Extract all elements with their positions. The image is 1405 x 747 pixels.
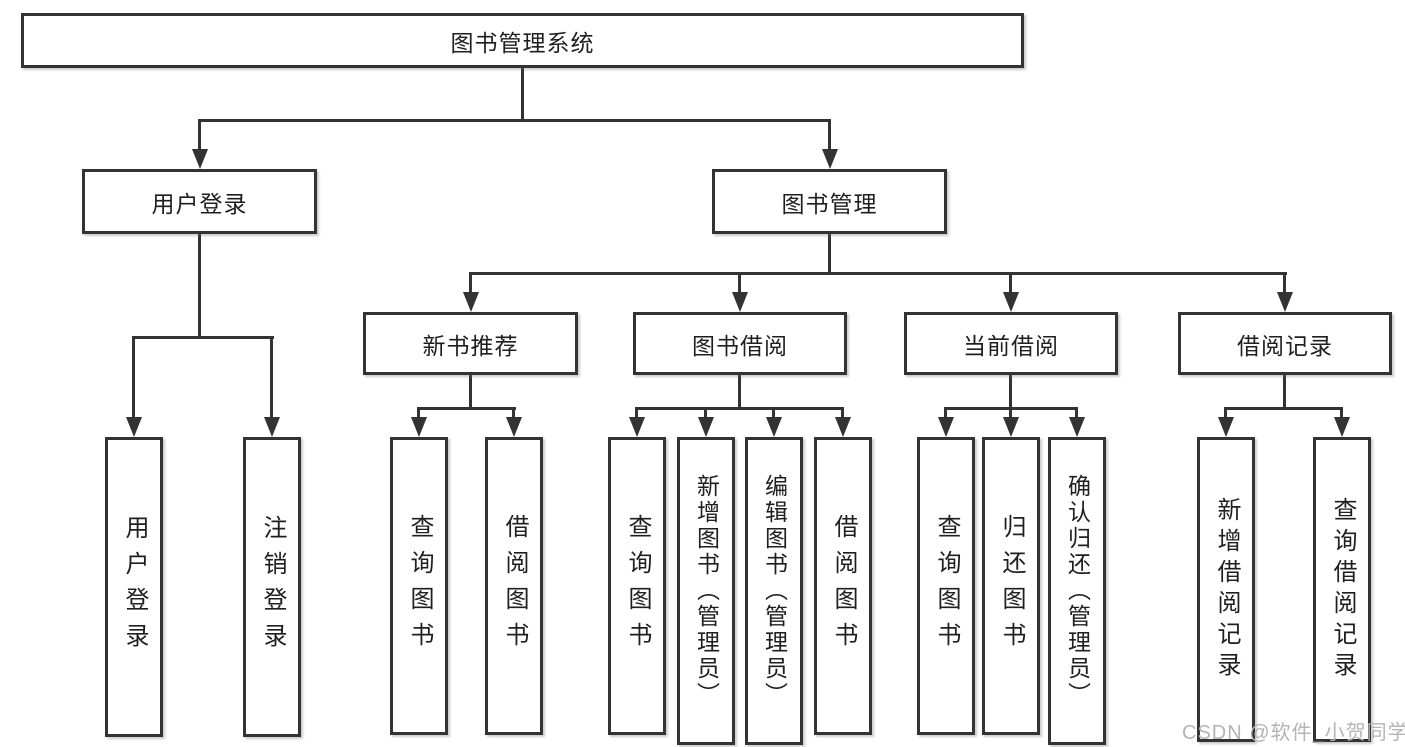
node-leaf-query-book-2: 查询图书 (608, 437, 666, 735)
node-leaf-edit-book-admin: 编辑图书（管理员） (745, 437, 803, 745)
node-leaf-query-book-1: 查询图书 (390, 437, 448, 735)
connector-line (1009, 407, 1012, 419)
arrowhead-icon (732, 292, 748, 312)
connector-line (1224, 407, 1227, 419)
arrowhead-icon (411, 417, 427, 437)
node-borrow-record: 借阅记录 (1178, 312, 1392, 375)
connector-line (417, 407, 420, 419)
arrowhead-icon (1069, 417, 1085, 437)
connector-line (635, 407, 638, 419)
connector-line (469, 272, 1287, 275)
node-leaf-user-login: 用户登录 (105, 437, 163, 737)
node-book-management: 图书管理 (712, 169, 947, 234)
connector-line (512, 407, 515, 419)
node-leaf-add-book-admin: 新增图书（管理员） (677, 437, 735, 745)
connector-line (828, 234, 831, 274)
node-leaf-query-book-3: 查询图书 (917, 437, 975, 735)
connector-line (738, 272, 741, 294)
watermark: CSDN @软件_小贺同学 (1182, 722, 1405, 744)
node-library-management-system: 图书管理系统 (21, 13, 1024, 68)
connector-line (469, 272, 472, 294)
arrowhead-icon (698, 417, 714, 437)
arrowhead-icon (463, 292, 479, 312)
node-leaf-logout-login: 注销登录 (243, 437, 301, 737)
connector-line (738, 375, 741, 409)
connector-line (635, 407, 844, 410)
arrowhead-icon (835, 417, 851, 437)
arrowhead-icon (822, 149, 838, 169)
node-leaf-confirm-return-admin: 确认归还（管理员） (1048, 437, 1106, 745)
node-current-borrow: 当前借阅 (904, 312, 1118, 375)
node-leaf-query-borrow-record: 查询借阅记录 (1313, 437, 1371, 742)
arrowhead-icon (1218, 417, 1234, 437)
arrowhead-icon (192, 149, 208, 169)
connector-line (1009, 375, 1012, 409)
arrowhead-icon (938, 417, 954, 437)
connector-line (1283, 272, 1286, 294)
node-leaf-borrow-book-1: 借阅图书 (485, 437, 543, 735)
connector-line (417, 407, 516, 410)
node-leaf-borrow-book-2: 借阅图书 (814, 437, 872, 735)
arrowhead-icon (126, 417, 142, 437)
arrowhead-icon (1334, 417, 1350, 437)
arrowhead-icon (1003, 417, 1019, 437)
node-leaf-return-book: 归还图书 (982, 437, 1040, 735)
connector-line (841, 407, 844, 419)
connector-line (132, 336, 135, 418)
connector-line (469, 375, 472, 409)
connector-line (772, 407, 775, 419)
connector-line (1075, 407, 1078, 419)
connector-line (828, 119, 831, 150)
arrowhead-icon (264, 417, 280, 437)
arrowhead-icon (1003, 292, 1019, 312)
node-user-login: 用户登录 (82, 169, 317, 234)
connector-line (944, 407, 947, 419)
connector-line (1224, 407, 1343, 410)
connector-line (704, 407, 707, 419)
connector-line (132, 336, 274, 339)
connector-line (198, 119, 831, 122)
arrowhead-icon (629, 417, 645, 437)
arrowhead-icon (1277, 292, 1293, 312)
connector-line (521, 68, 524, 122)
arrowhead-icon (766, 417, 782, 437)
connector-line (1009, 272, 1012, 294)
node-new-book-recommend: 新书推荐 (363, 312, 578, 375)
arrowhead-icon (506, 417, 522, 437)
connector-line (1283, 375, 1286, 409)
connector-line (198, 234, 201, 338)
node-leaf-add-borrow-record: 新增借阅记录 (1197, 437, 1255, 742)
connector-line (198, 119, 201, 150)
connector-line (1340, 407, 1343, 419)
node-book-borrow: 图书借阅 (633, 312, 847, 375)
connector-line (270, 336, 273, 418)
